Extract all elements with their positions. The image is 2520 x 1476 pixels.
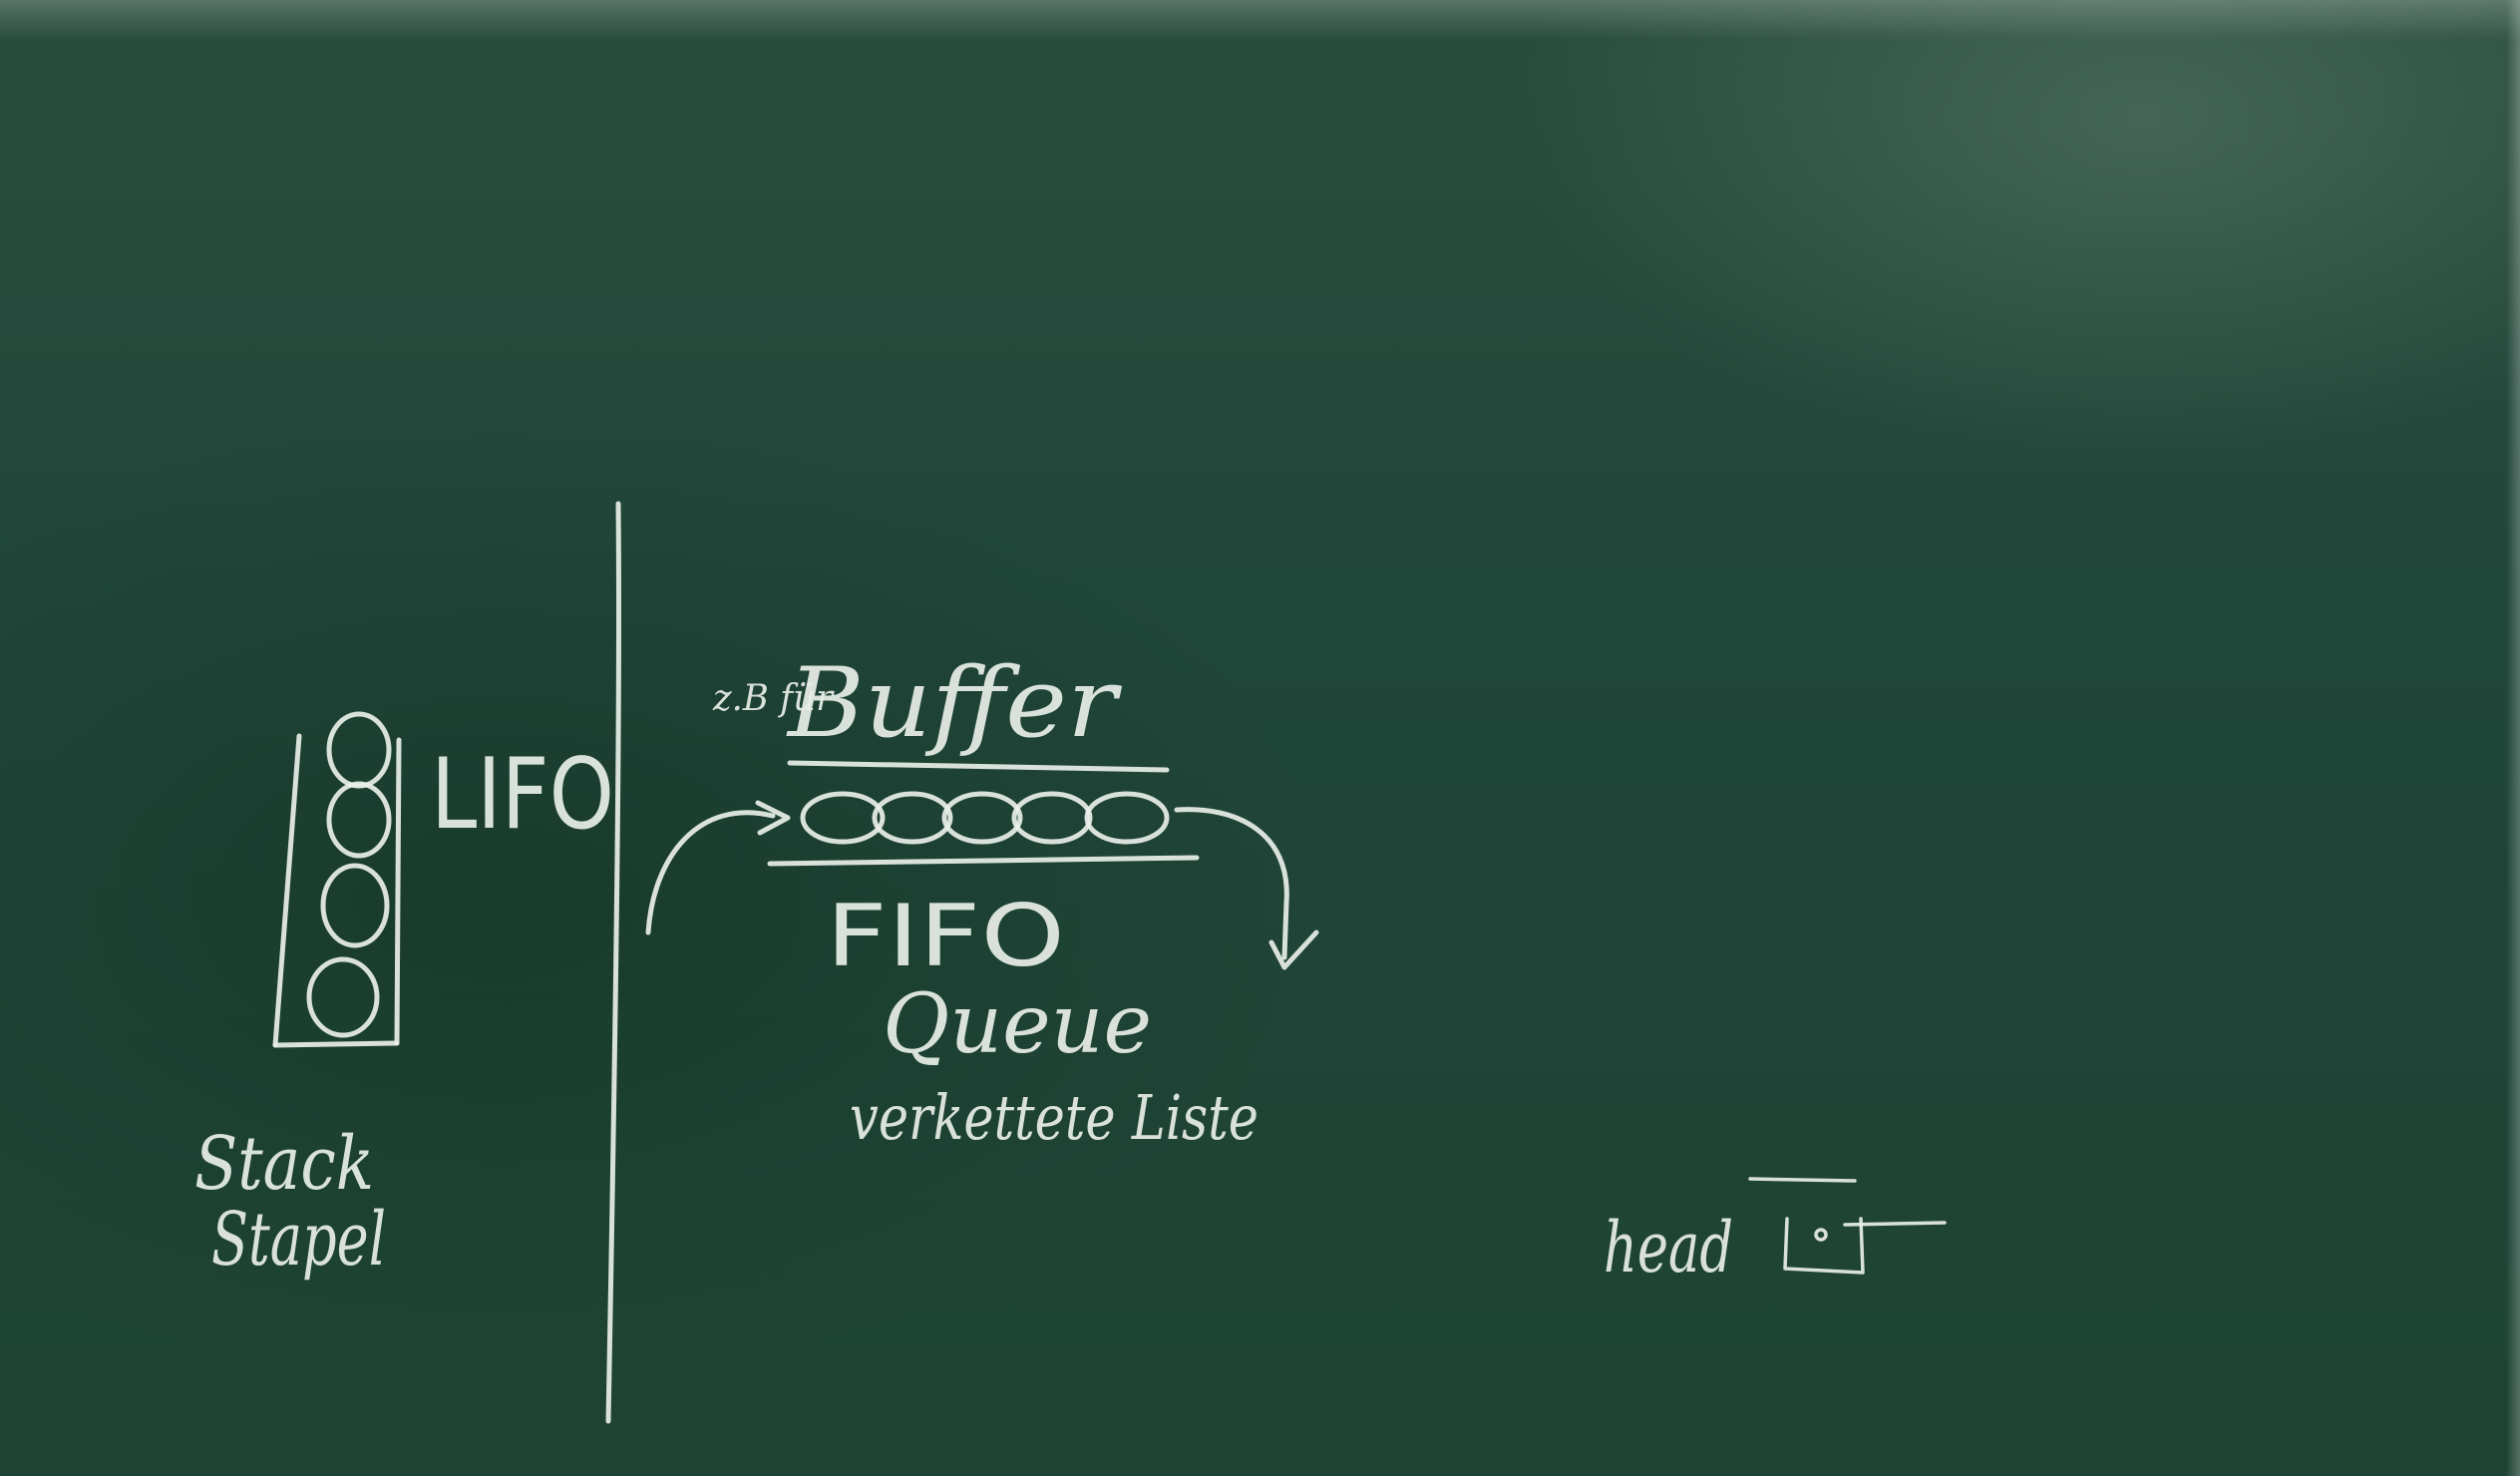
stack-element-2 [326,781,392,859]
stack-diagram [272,711,402,1048]
head-pointer-box [1748,1177,1947,1275]
queue-top-line [787,760,1170,773]
queue-bottom-line [767,855,1200,867]
head-label: head [1604,1207,1733,1289]
chalk-smudge-top [0,0,2520,40]
stack-label: Stack [194,1121,374,1207]
linked-list-label: verkettete Liste [850,1081,1259,1154]
fifo-label: FIFO [826,887,1065,986]
head-box-outline [1783,1217,1865,1275]
board-frame-edge [2506,0,2520,1476]
queue-element-3 [941,791,1023,845]
queue-label: Queue [883,977,1152,1072]
queue-diagram [645,760,1319,970]
queue-element-5 [1084,791,1170,845]
queue-dequeue-arrow [1174,807,1319,970]
queue-element-2 [872,791,953,845]
buffer-label: Buffer [786,647,1123,759]
head-box-top-line [1748,1177,1857,1183]
divider-line [605,501,622,1424]
queue-element-1 [800,791,886,845]
stack-element-bottom [306,956,380,1038]
lifo-label: LIFO [431,738,614,852]
queue-element-4 [1011,791,1093,845]
buffer-prefix-label: z.B für [712,678,835,719]
head-pointer-dot [1814,1228,1828,1242]
stack-element-3 [320,863,390,948]
stack-element-top [326,711,392,789]
stack-container-bottom [272,1040,400,1048]
stack-container-left-wall [272,733,302,1048]
queue-enqueue-arrow [645,800,791,935]
stapel-label: Stapel [211,1197,386,1283]
stack-container-right-wall [394,737,402,1046]
head-box-extension-line [1843,1221,1947,1227]
